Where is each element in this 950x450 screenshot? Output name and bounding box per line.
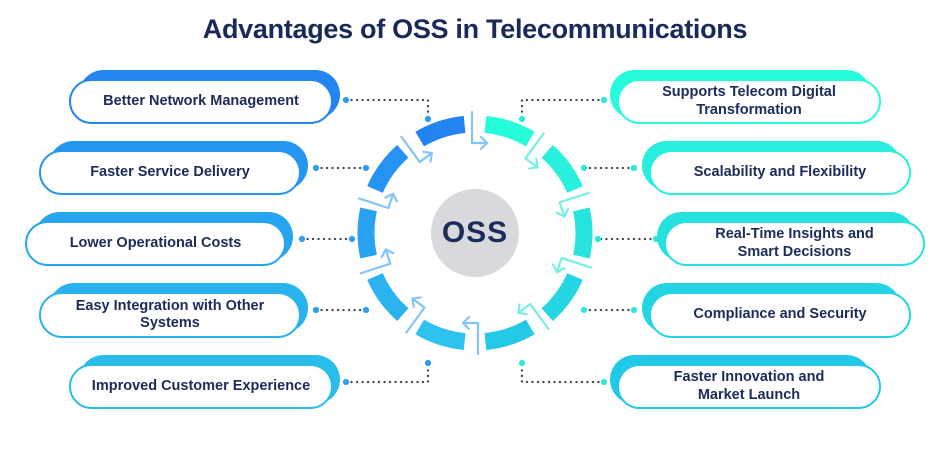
pill-label-container: Supports Telecom Digital Transformation [617,79,881,124]
pill-label-container: Improved Customer Experience [69,364,333,409]
pill-better-network-management: Better Network Management [69,70,340,124]
gap-arrow-icon [524,132,545,170]
gap-arrow-icon [461,315,480,356]
dotted-connector [520,361,606,384]
pill-compliance-and-security: Compliance and Security [642,283,911,338]
advantage-label: Scalability and Flexibility [693,163,867,180]
pill-label-container: Scalability and Flexibility [649,150,911,195]
pill-faster-innovation: Faster Innovation and Market Launch [610,355,881,409]
connector-end-dot [362,306,370,314]
connector-end-dot [594,235,602,243]
pill-faster-service-delivery: Faster Service Delivery [39,141,308,195]
ring-segment-left [367,145,409,194]
pill-label-container: Easy Integration with Other Systems [39,292,301,338]
oss-label: OSS [441,216,509,249]
connector-end-dot [298,235,306,243]
pill-label-container: Real-Time Insights and Smart Decisions [664,221,925,266]
connector-end-dot [312,164,320,172]
advantage-label: Real-Time Insights and Smart Decisions [715,226,874,260]
advantage-label: Better Network Management [103,92,299,109]
gap-arrow-icon [359,248,395,275]
connector-end-dot [518,359,526,367]
gap-arrow-icon [551,256,593,274]
connector-end-dot [348,235,356,243]
ring-segment-left [415,319,466,350]
ring-segment-left [415,116,466,147]
pill-easy-integration: Easy Integration with Other Systems [39,283,308,338]
pill-label-container: Compliance and Security [649,292,911,338]
connector-end-dot [424,115,432,123]
gap-arrow-icon [555,191,591,218]
pill-scalability-and-flexibility: Scalability and Flexibility [642,141,911,195]
gap-arrow-icon [405,296,426,334]
gap-arrow-icon [400,135,433,164]
advantage-label: Lower Operational Costs [69,234,242,251]
pill-label-container: Faster Service Delivery [39,150,301,195]
ring-segment-right [484,116,535,147]
ring-segment-right [484,319,535,350]
pill-lower-operational-costs: Lower Operational Costs [25,212,293,266]
connector-end-dot [342,96,350,104]
pill-label-container: Better Network Management [69,79,333,124]
gap-arrow-icon [517,302,550,331]
dotted-connector [520,98,606,121]
dotted-connector [344,98,430,121]
advantage-label: Improved Customer Experience [91,377,311,394]
ring-segment-right [541,272,583,321]
connector-end-dot [518,115,526,123]
pill-supports-telecom-digital-transformation: Supports Telecom Digital Transformation [610,70,881,124]
pill-real-time-insights: Real-Time Insights and Smart Decisions [657,212,925,266]
advantage-label: Faster Innovation and Market Launch [673,369,825,403]
ring-segment-right [573,207,593,259]
dotted-connector [344,361,430,384]
gap-arrow-icon [357,192,399,210]
connector-end-dot [600,378,608,386]
connector-end-dot [630,306,638,314]
ring-segment-left [357,207,377,259]
ring-segment-left [367,272,409,321]
connector-end-dot [424,359,432,367]
pill-label-container: Lower Operational Costs [25,221,286,266]
connector-end-dot [580,306,588,314]
advantage-label: Easy Integration with Other Systems [75,297,265,331]
connector-end-dot [342,378,350,386]
pill-label-container: Faster Innovation and Market Launch [617,364,881,409]
oss-center-badge: OSS [431,189,519,277]
page-title: Advantages of OSS in Telecommunications [202,14,748,44]
connector-end-dot [362,164,370,172]
ring-segment-right [541,145,583,194]
advantage-label: Compliance and Security [693,306,867,323]
connector-end-dot [600,96,608,104]
connector-end-dot [630,164,638,172]
pill-improved-customer-experience: Improved Customer Experience [69,355,340,409]
connector-end-dot [580,164,588,172]
connector-end-dot [312,306,320,314]
advantage-label: Supports Telecom Digital Transformation [662,84,836,118]
advantage-label: Faster Service Delivery [90,163,250,180]
gap-arrow-icon [470,110,489,151]
